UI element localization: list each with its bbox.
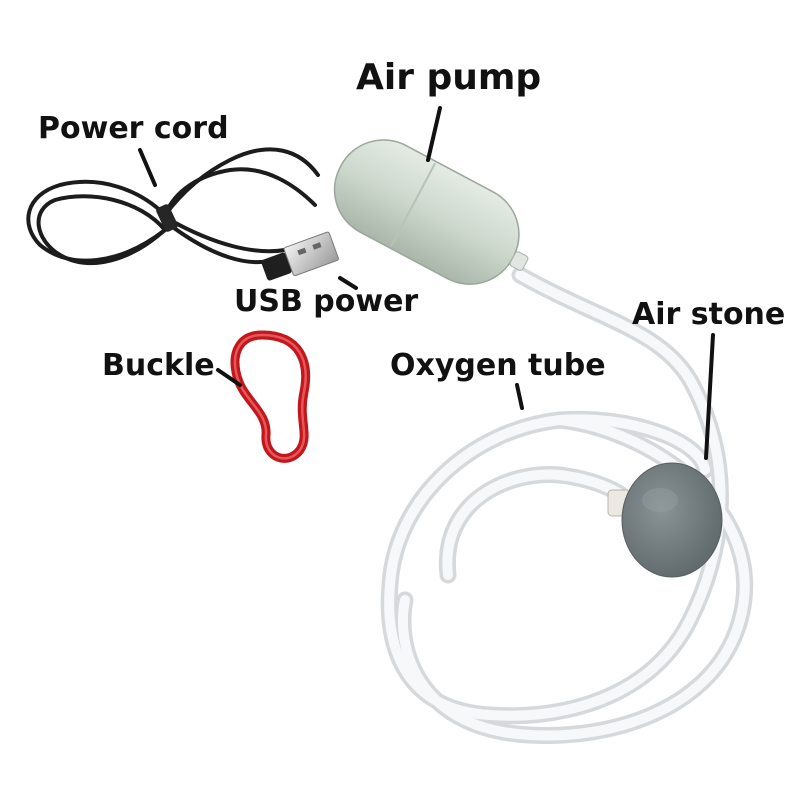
leader-oxygen-tube bbox=[515, 383, 524, 410]
leader-buckle bbox=[216, 368, 242, 387]
leader-lines bbox=[138, 106, 715, 460]
buckle-carabiner bbox=[230, 330, 311, 463]
label-usb-power: USB power bbox=[234, 284, 419, 319]
usb-plug bbox=[261, 231, 339, 281]
leader-usb-power bbox=[338, 276, 358, 290]
power-cord bbox=[26, 147, 320, 265]
leader-air-pump bbox=[426, 106, 442, 162]
label-air-stone: Air stone bbox=[632, 297, 786, 332]
label-buckle: Buckle bbox=[102, 348, 215, 383]
air-pump bbox=[333, 139, 529, 285]
label-oxygen-tube: Oxygen tube bbox=[390, 348, 606, 383]
label-power-cord: Power cord bbox=[38, 111, 229, 146]
label-air-pump: Air pump bbox=[356, 57, 542, 98]
cord-ferrite bbox=[156, 204, 178, 232]
leader-power-cord bbox=[138, 148, 157, 187]
air-stone bbox=[607, 462, 723, 578]
leader-air-stone bbox=[704, 333, 715, 460]
